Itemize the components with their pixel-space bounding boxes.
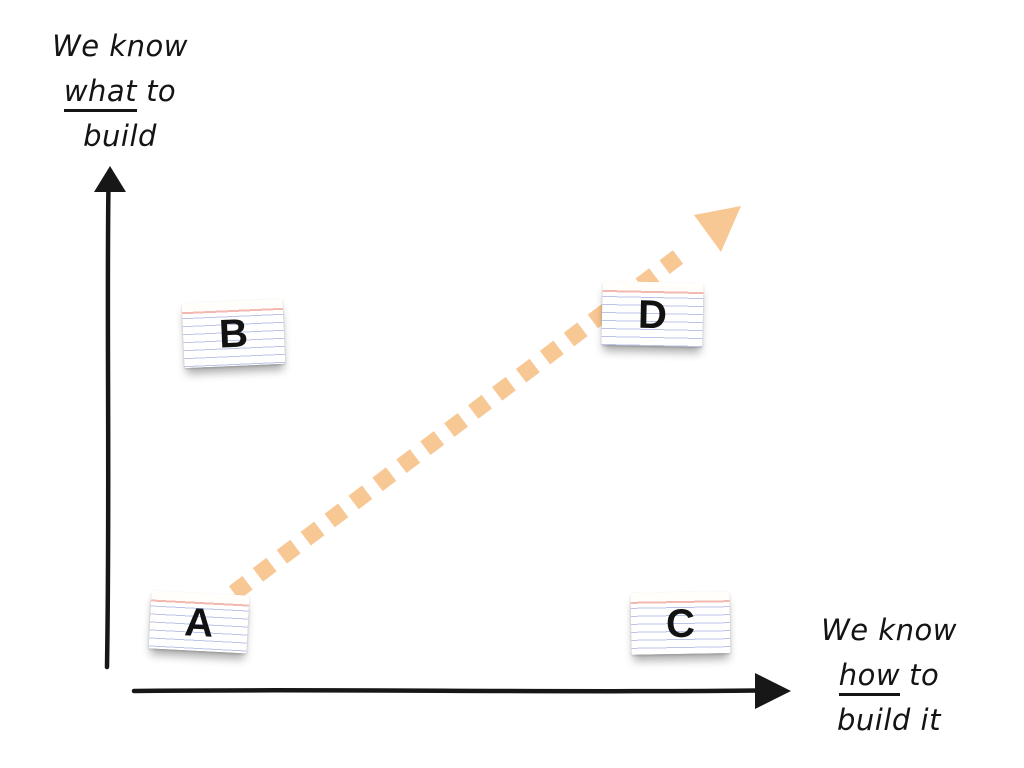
y-axis-underlined-word: what: [63, 74, 138, 112]
x-axis-label-line3: build it: [837, 703, 941, 737]
note-card-b-label: B: [218, 311, 249, 357]
y-axis-line: [104, 180, 111, 670]
note-card-a: A: [148, 590, 250, 654]
note-card-b: B: [181, 298, 286, 369]
note-card-c: C: [630, 591, 731, 655]
x-axis-arrowhead-icon: [755, 673, 791, 709]
note-card-d-label: D: [637, 292, 668, 337]
note-card-a-label: A: [183, 599, 215, 646]
y-axis-label-line3: build: [83, 119, 157, 153]
note-card-d: D: [601, 280, 704, 348]
y-axis-arrowhead-icon: [94, 166, 126, 192]
x-axis-label-line1: We know: [821, 613, 957, 647]
note-card-c-label: C: [665, 601, 696, 646]
trend-arrow-arrowhead-icon: [694, 206, 741, 252]
x-axis-line: [131, 687, 761, 694]
x-axis-label-line2-rest: to: [909, 658, 940, 692]
x-axis-underlined-word: how: [838, 658, 901, 696]
y-axis-label-line2-rest: to: [146, 74, 177, 108]
y-axis-label-line1: We know: [52, 29, 188, 63]
